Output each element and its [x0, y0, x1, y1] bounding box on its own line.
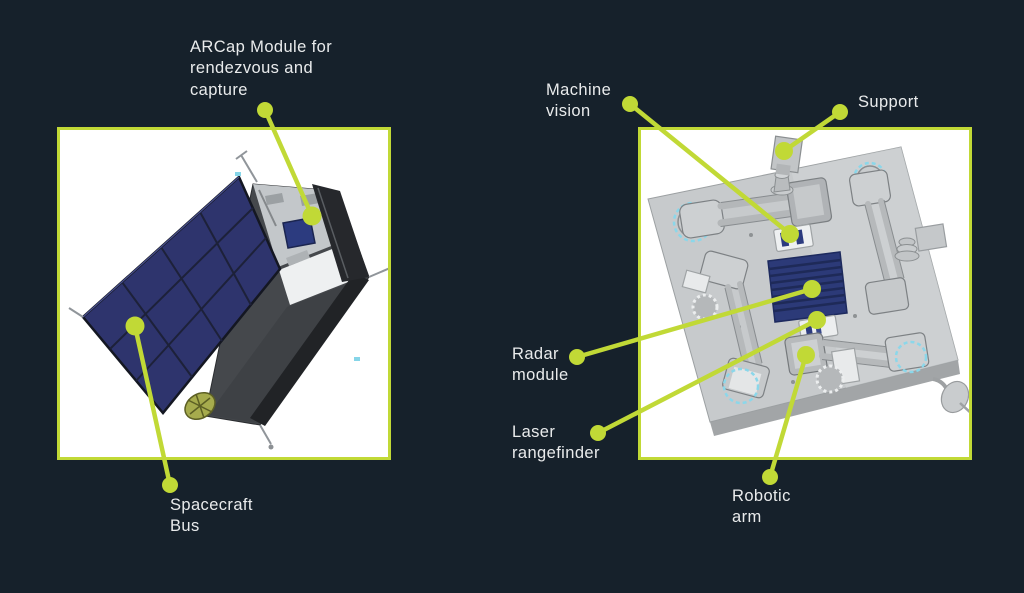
antenna-tip [268, 444, 274, 450]
callout-label-laser-rangefinder: Laser rangefinder [512, 423, 600, 463]
callout-label-radar-module: Radar module [512, 345, 569, 385]
callout-dot [257, 102, 273, 118]
callout-dot [622, 96, 638, 112]
robotic-arm-right [848, 161, 948, 315]
callout-dot [832, 104, 848, 120]
callout-label-spacecraft-bus: Spacecraft Bus [170, 496, 253, 536]
spacecraft-figure-box [57, 127, 391, 460]
platform-illustration [647, 135, 969, 436]
callout-label-arcap: ARCap Module for rendezvous and capture [190, 38, 333, 99]
side-post [894, 237, 920, 262]
arcap-module [282, 217, 316, 249]
callout-dot [762, 469, 778, 485]
thruster [184, 392, 216, 420]
callout-dot [162, 477, 178, 493]
callout-label-robotic-arm: Robotic arm [732, 487, 791, 527]
solar-array [81, 174, 282, 415]
platform-figure-box [638, 127, 972, 460]
radar-panel [767, 251, 848, 323]
antennas [68, 150, 388, 445]
callout-dot [569, 349, 585, 365]
antenna-dish [932, 377, 969, 414]
callout-label-machine-vision: Machine vision [546, 81, 612, 121]
spacecraft-illustration [68, 150, 388, 450]
callout-label-support: Support [858, 93, 919, 111]
